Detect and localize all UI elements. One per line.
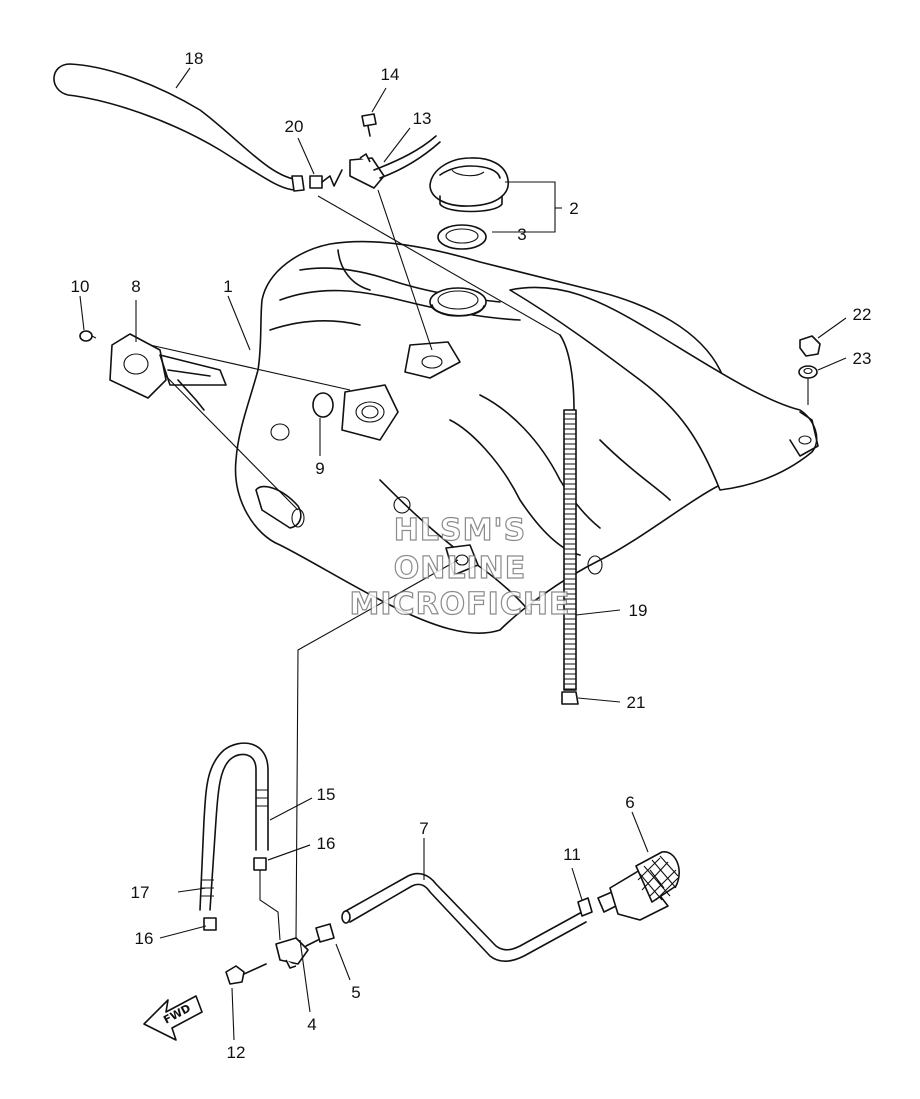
- vent-hose: [199, 742, 269, 911]
- part-label-14: 14: [381, 65, 400, 84]
- part-label-5: 5: [351, 983, 360, 1002]
- part-label-15: 15: [317, 785, 336, 804]
- part-label-17: 17: [131, 883, 150, 902]
- screw-10: [79, 330, 97, 342]
- fuel-filter: [597, 851, 680, 921]
- part-label-20: 20: [285, 117, 304, 136]
- part-label-3: 3: [517, 225, 526, 244]
- nut-22: [799, 335, 821, 357]
- part-label-8: 8: [131, 277, 140, 296]
- part-label-11: 11: [563, 845, 581, 864]
- hose-clip-16b: [203, 917, 217, 931]
- part-label-16-upper: 16: [317, 834, 336, 853]
- clamp-5: [315, 923, 335, 943]
- overflow-hose: [559, 334, 579, 705]
- part-labels: 1 2 3 4 5 6 7 8 9 10 11 12 13 14 15 16 1…: [71, 49, 872, 1062]
- fuel-hose: [341, 872, 587, 963]
- hose-clip-16a: [253, 857, 267, 871]
- bolt-12: [225, 963, 267, 985]
- part-label-18: 18: [185, 49, 204, 68]
- part-label-12: 12: [227, 1043, 246, 1062]
- bolt-14: [361, 113, 377, 137]
- fuel-cap: [429, 157, 509, 213]
- breather-hose: [53, 63, 305, 192]
- clip-11: [577, 897, 593, 917]
- part-label-21: 21: [627, 693, 646, 712]
- watermark: HLSM'S ONLINE MICROFICHE: [349, 512, 571, 622]
- part-label-2: 2: [569, 199, 578, 218]
- part-label-7: 7: [419, 819, 428, 838]
- part-label-6: 6: [625, 793, 634, 812]
- watermark-line-1: HLSM'S: [394, 513, 526, 548]
- part-label-19: 19: [629, 601, 648, 620]
- fuel-tank: [234, 240, 819, 634]
- watermark-line-3: MICROFICHE: [350, 587, 571, 622]
- fuel-cap-gasket: [437, 224, 487, 250]
- part-label-9: 9: [315, 459, 324, 478]
- assembly-lines: [149, 189, 561, 941]
- sender-gasket: [109, 333, 227, 411]
- part-label-4: 4: [307, 1015, 316, 1034]
- part-label-13: 13: [413, 109, 432, 128]
- callout-leaders: [79, 67, 847, 1041]
- hose-clip-20: [309, 169, 343, 189]
- fuel-cock: [275, 937, 319, 969]
- washer-23: [798, 365, 818, 405]
- part-label-1: 1: [223, 277, 232, 296]
- watermark-line-2: ONLINE: [394, 551, 527, 586]
- breather-joint: [349, 135, 441, 189]
- part-label-16-lower: 16: [135, 929, 154, 948]
- part-label-23: 23: [853, 349, 872, 368]
- part-label-22: 22: [853, 305, 872, 324]
- forward-direction-arrow: FWD: [143, 995, 203, 1041]
- part-label-10: 10: [71, 277, 90, 296]
